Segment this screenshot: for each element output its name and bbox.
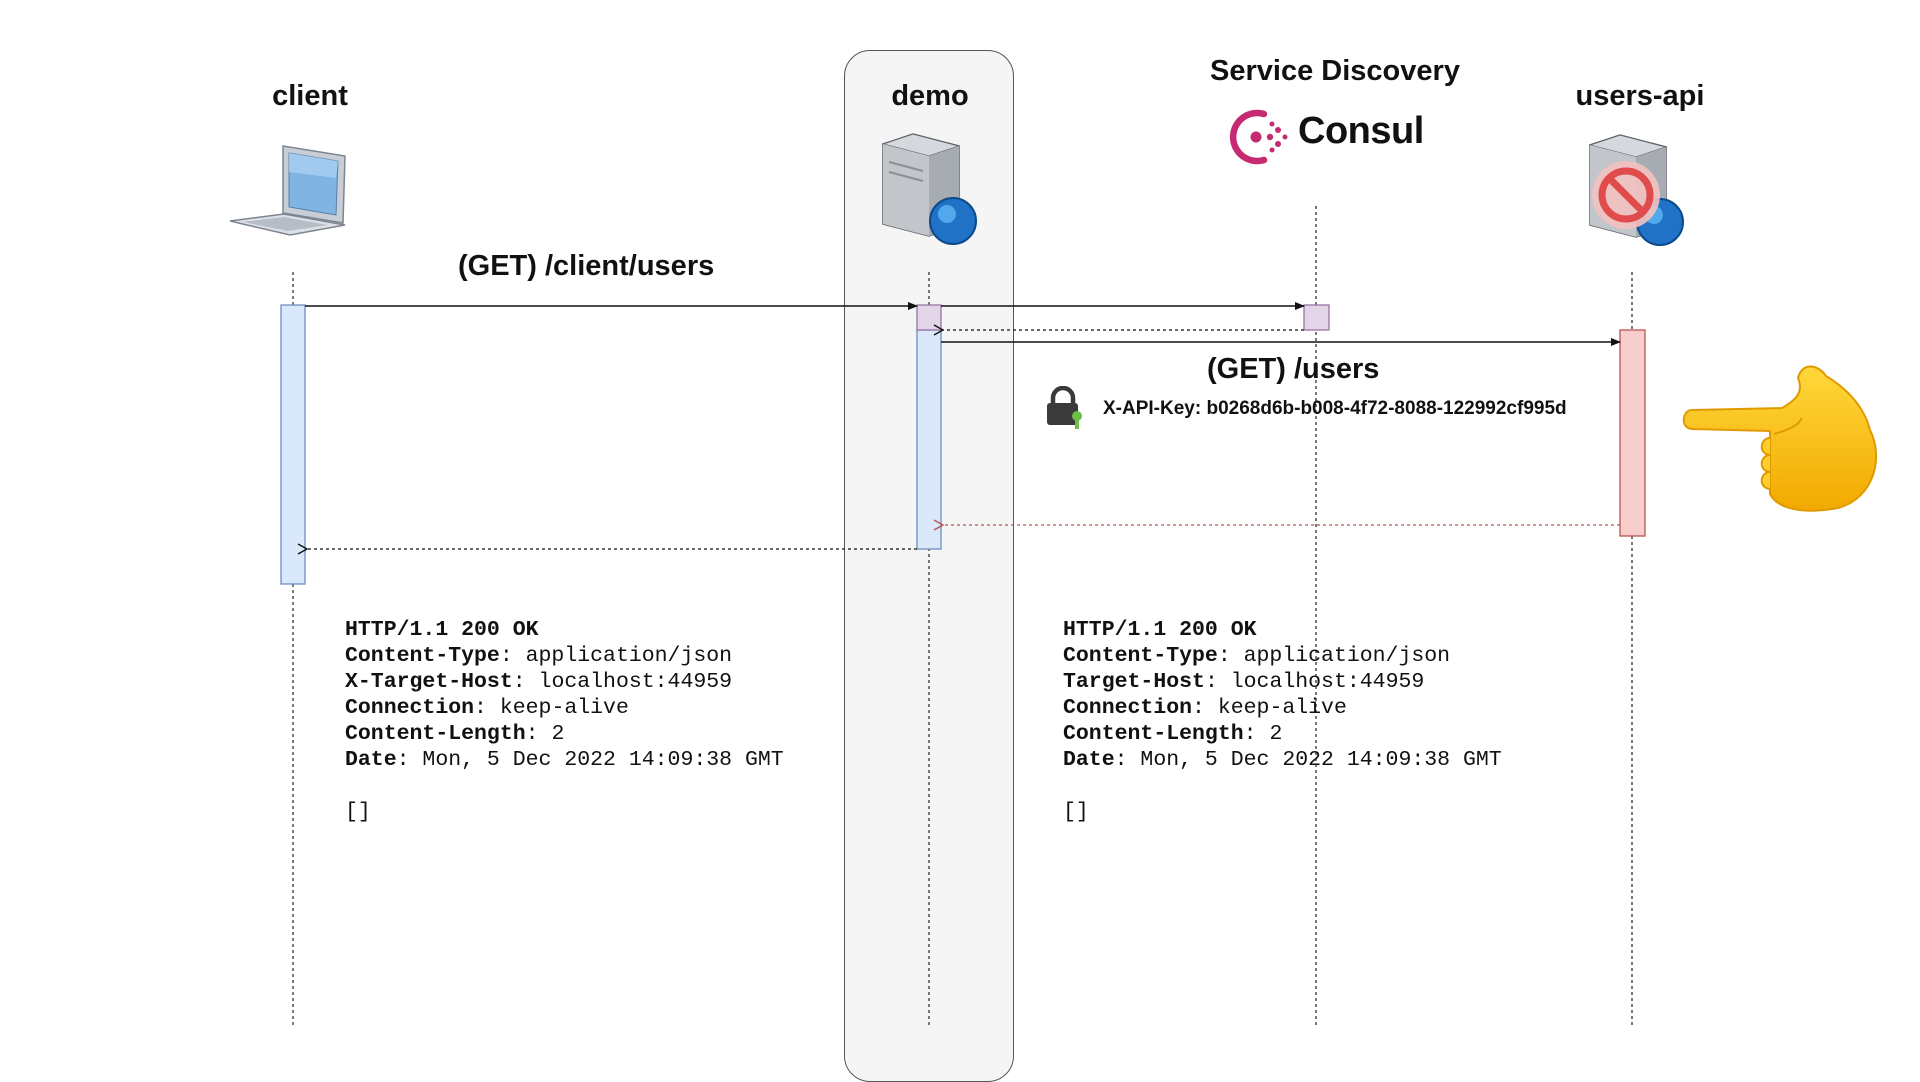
padlock-icon [1047,386,1082,429]
users-api-activation-bar [1619,329,1646,537]
demo-title: demo [891,80,969,112]
client-response-block: HTTP/1.1 200 OK Content-Type: applicatio… [345,617,784,825]
users-response-block: HTTP/1.1 200 OK Content-Type: applicatio… [1063,617,1502,825]
response-header-line: Content-Type: application/json [1063,644,1451,668]
response-header-line: Date: Mon, 5 Dec 2022 14:09:38 GMT [345,748,784,772]
response-status-line: HTTP/1.1 200 OK [345,618,539,642]
blocked-server-icon [1588,134,1684,246]
service-discovery-title: Service Discovery [1210,55,1460,87]
api-key-header-label: X-API-Key: b0268d6b-b008-4f72-8088-12299… [1103,398,1567,419]
demo-lookup-activation [916,304,942,331]
client-title: client [272,80,348,112]
consul-logo-text: Consul [1298,110,1424,152]
users-api-title: users-api [1575,80,1705,112]
response-header-line: Content-Type: application/json [345,644,733,668]
response-header-line: Target-Host: localhost:44959 [1063,670,1425,694]
response-header-line: Connection: keep-alive [1063,696,1347,720]
client-request-label: (GET) /client/users [458,250,715,282]
response-body: [] [345,800,371,824]
web-server-icon [881,133,977,245]
laptop-icon [229,145,346,236]
response-body: [] [1063,800,1089,824]
response-header-line: X-Target-Host: localhost:44959 [345,670,733,694]
response-status-line: HTTP/1.1 200 OK [1063,618,1257,642]
pointing-hand-icon [1682,365,1878,512]
discovery-activation-bar [1303,304,1330,331]
response-header-line: Date: Mon, 5 Dec 2022 14:09:38 GMT [1063,748,1502,772]
users-request-label: (GET) /users [1207,353,1380,385]
client-activation-bar [280,304,306,585]
consul-logo-icon [1229,109,1288,165]
demo-activation-bar [916,329,942,550]
response-header-line: Content-Length: 2 [1063,722,1283,746]
response-header-line: Connection: keep-alive [345,696,629,720]
response-header-line: Content-Length: 2 [345,722,565,746]
